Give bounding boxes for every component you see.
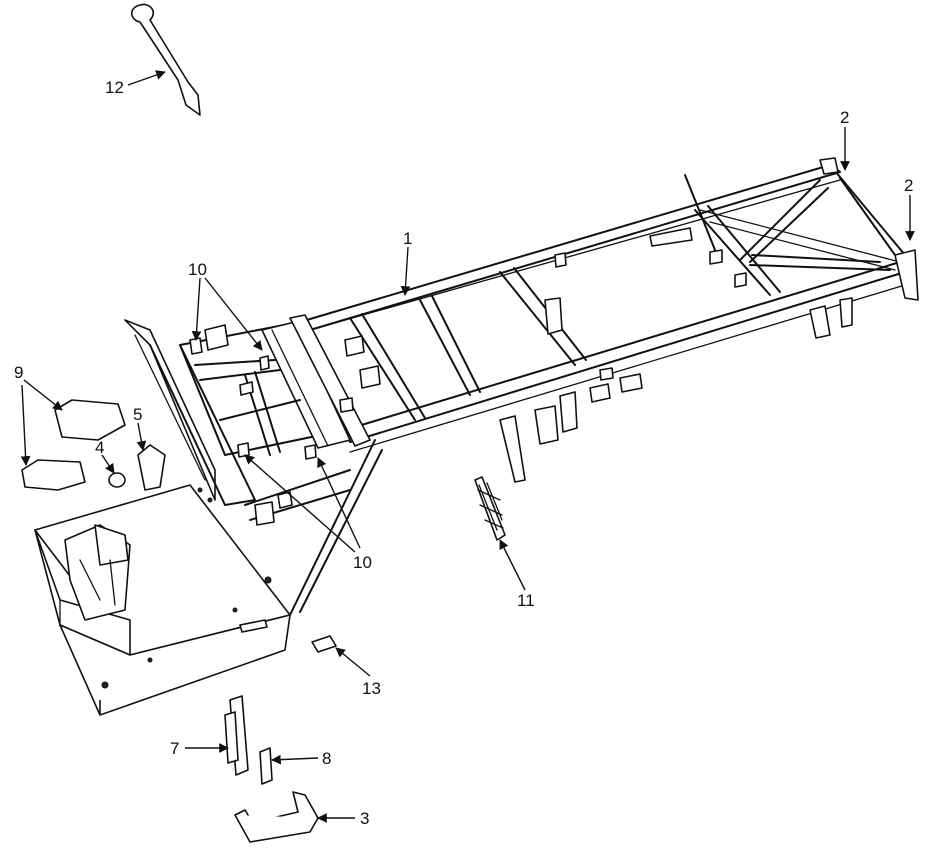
callout-9: 9 [14,363,23,382]
callout-4: 4 [95,438,104,457]
callout-13: 13 [362,679,381,698]
part-13-plate [311,635,337,653]
callout-leaders [20,70,915,823]
callout-2-right: 2 [904,176,913,195]
callout-5: 5 [133,405,142,424]
front-section [124,314,383,616]
callout-7: 7 [170,739,179,758]
main-frame [299,157,919,483]
part-8-plate [259,747,273,785]
callout-labels: 1 2 2 3 4 5 7 8 9 10 10 11 12 13 [14,78,913,828]
part-4-nut [108,472,126,488]
callout-12: 12 [105,78,124,97]
part-5-bracket [137,444,166,491]
platform [34,484,291,716]
callout-2-top: 2 [840,108,849,127]
callout-8: 8 [322,749,331,768]
callout-11: 11 [517,591,535,610]
part-12-lever [130,3,201,116]
callout-1: 1 [403,229,412,248]
part-7-bracket [224,695,249,776]
part-9-plates [21,399,126,491]
part-3-step [234,791,319,843]
part-11-screen [474,476,506,541]
callout-10-bottom: 10 [353,553,372,572]
callout-3: 3 [360,809,369,828]
callout-10-top: 10 [188,260,207,279]
